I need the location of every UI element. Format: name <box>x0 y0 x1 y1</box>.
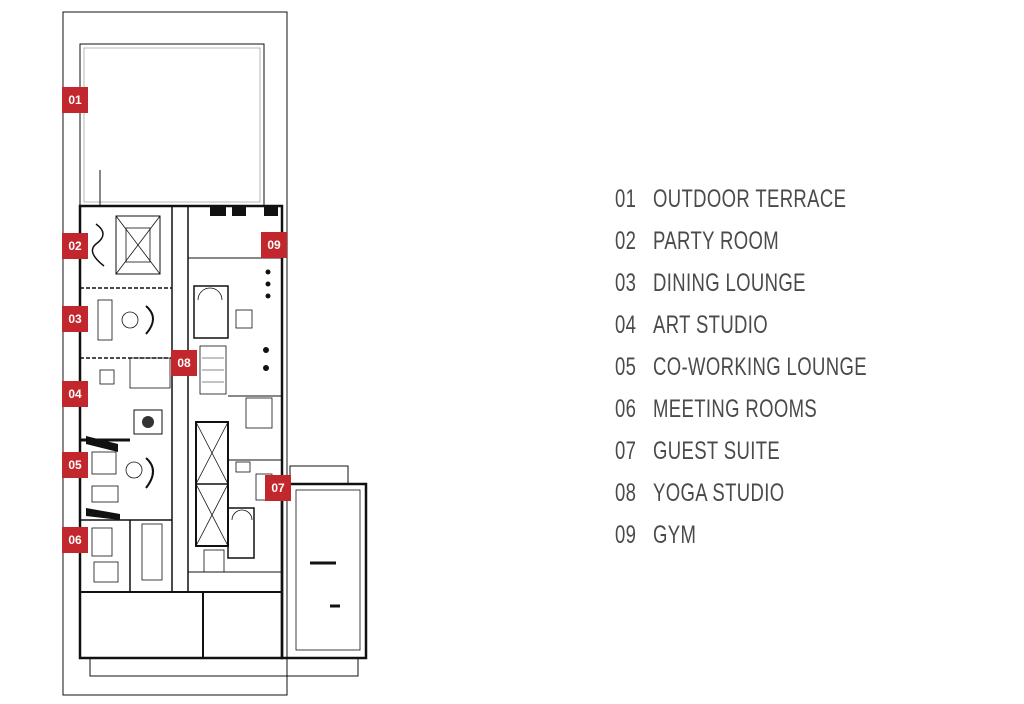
legend-label: GYM <box>653 520 697 549</box>
terrace-outline <box>79 43 265 207</box>
room-marker-04: 04 <box>62 381 88 407</box>
legend-label: YOGA STUDIO <box>653 478 785 507</box>
legend-label: PARTY ROOM <box>653 226 780 255</box>
legend-number: 04 <box>615 310 637 339</box>
legend-number: 03 <box>615 268 637 297</box>
legend-number: 05 <box>615 352 637 381</box>
legend-label: OUTDOOR TERRACE <box>653 184 847 213</box>
room-marker-06: 06 <box>62 527 88 553</box>
legend-number: 06 <box>615 394 637 423</box>
legend-label: CO-WORKING LOUNGE <box>653 352 867 381</box>
room-marker-08: 08 <box>171 350 197 376</box>
legend-panel <box>398 8 1024 704</box>
room-marker-09: 09 <box>261 232 287 258</box>
site-boundary <box>62 11 288 696</box>
legend-number: 07 <box>615 436 637 465</box>
room-marker-02: 02 <box>62 233 88 259</box>
legend-item: 06 MEETING ROOMS <box>615 388 942 430</box>
legend-number: 02 <box>615 226 637 255</box>
legend-item: 05 CO-WORKING LOUNGE <box>615 346 942 388</box>
legend-label: GUEST SUITE <box>653 436 781 465</box>
legend-item: 08 YOGA STUDIO <box>615 472 942 514</box>
building-outline <box>78 204 284 660</box>
room-legend: 01 OUTDOOR TERRACE 02 PARTY ROOM 03 DINING … <box>615 178 942 556</box>
annex-outline <box>280 482 368 660</box>
legend-item: 04 ART STUDIO <box>615 304 942 346</box>
legend-label: DINING LOUNGE <box>653 268 806 297</box>
legend-label: MEETING ROOMS <box>653 394 818 423</box>
legend-item: 03 DINING LOUNGE <box>615 262 942 304</box>
legend-number: 09 <box>615 520 637 549</box>
legend-item: 01 OUTDOOR TERRACE <box>615 178 942 220</box>
legend-item: 09 GYM <box>615 514 942 556</box>
legend-item: 07 GUEST SUITE <box>615 430 942 472</box>
legend-item: 02 PARTY ROOM <box>615 220 942 262</box>
legend-number: 08 <box>615 478 637 507</box>
room-marker-01: 01 <box>62 87 88 113</box>
floor-plan <box>62 11 368 696</box>
room-marker-07: 07 <box>265 475 291 501</box>
legend-number: 01 <box>615 184 637 213</box>
legend-label: ART STUDIO <box>653 310 769 339</box>
room-marker-05: 05 <box>62 452 88 478</box>
room-marker-03: 03 <box>62 306 88 332</box>
